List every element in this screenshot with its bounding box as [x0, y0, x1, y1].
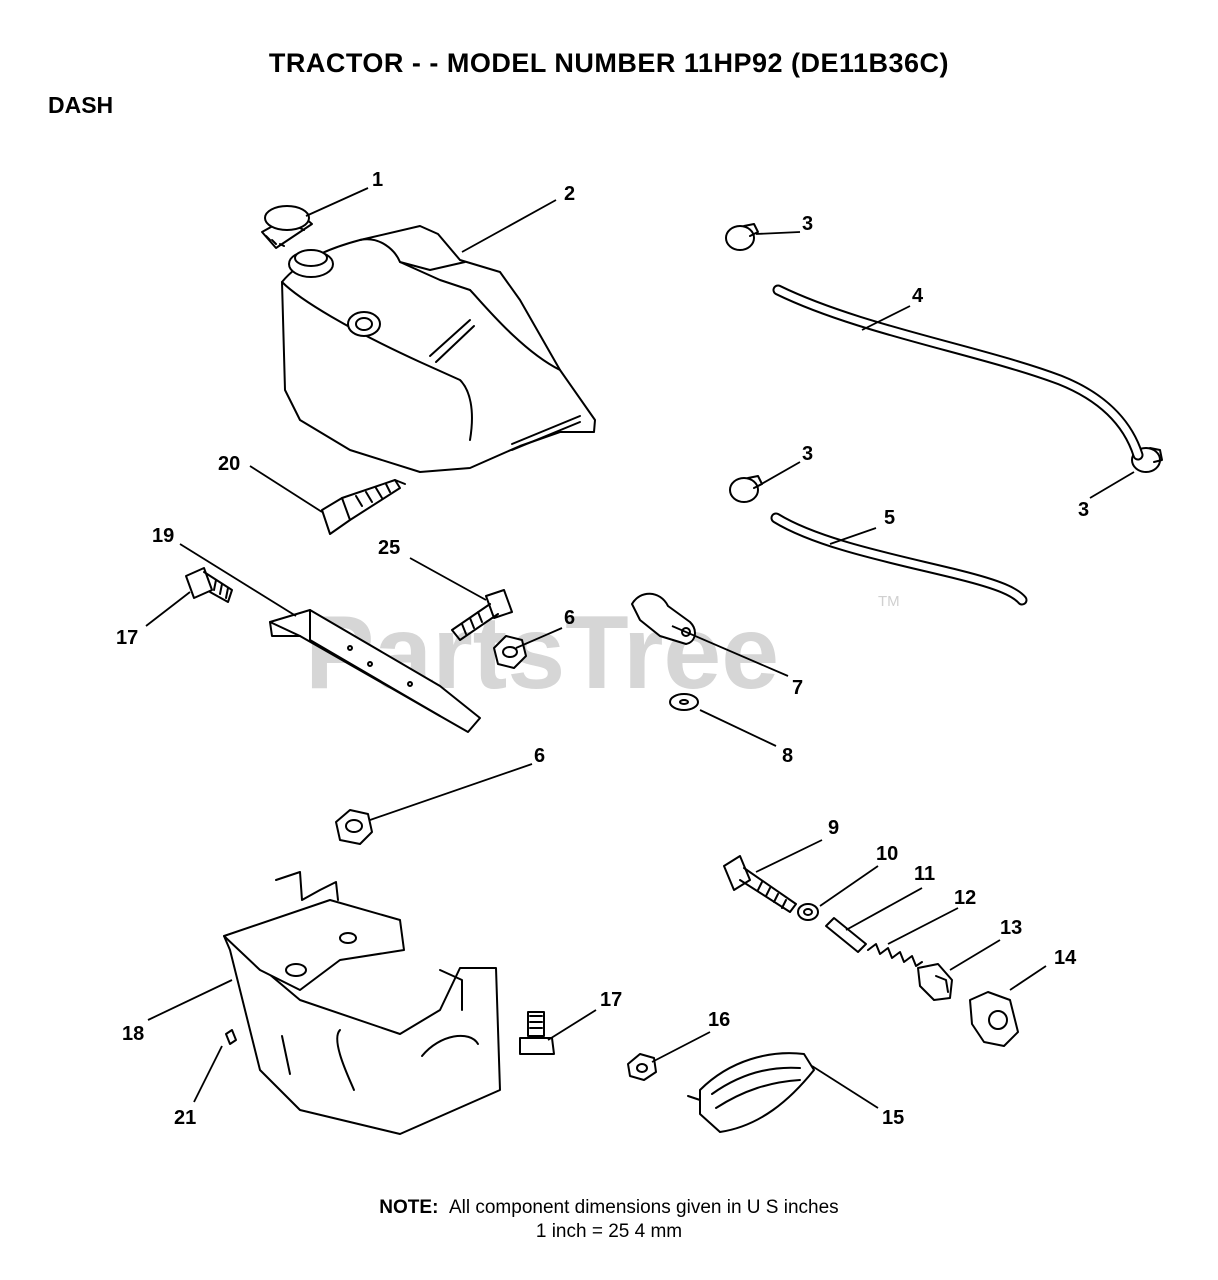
note-label: NOTE: — [379, 1197, 439, 1218]
callout-25: 25 — [378, 537, 400, 559]
bolt-lower-part — [519, 1011, 555, 1055]
hose-clamp-part — [725, 223, 1163, 503]
dash-panel-part — [223, 871, 501, 1135]
callout-11: 11 — [914, 863, 935, 885]
pin-part — [225, 1029, 237, 1045]
callout-5: 5 — [884, 507, 895, 529]
callout-20: 20 — [218, 453, 240, 475]
note-block: NOTE: All component dimensions given in … — [0, 1196, 1218, 1244]
bolt-upper-part — [185, 567, 233, 603]
knob-part — [969, 991, 1019, 1047]
leader-lines — [145, 187, 1135, 1109]
fuel-line-upper-part — [772, 284, 1144, 461]
callout-labels: 1 2 3 4 3 5 3 20 19 25 17 6 7 8 6 9 10 1… — [116, 169, 1089, 1129]
note-line-1: NOTE: All component dimensions given in … — [0, 1196, 1218, 1220]
nut-upper-part — [493, 635, 527, 669]
callout-10: 10 — [876, 843, 898, 865]
callout-3a: 3 — [802, 213, 813, 235]
bolt-long-part — [723, 855, 797, 913]
callout-3c: 3 — [1078, 499, 1089, 521]
callout-1: 1 — [372, 169, 383, 191]
washer-part — [669, 693, 699, 711]
fuel-cap-part — [261, 205, 313, 249]
callout-14: 14 — [1054, 947, 1077, 969]
bracket-part — [269, 609, 481, 733]
callout-4: 4 — [912, 285, 924, 307]
callout-17a: 17 — [116, 627, 138, 649]
quadrant-decal-part — [687, 1052, 815, 1133]
knob-insert-part — [917, 963, 953, 1001]
bolt-middle-part — [451, 589, 513, 641]
spacer-part — [825, 917, 867, 953]
clip-part — [631, 592, 696, 645]
spring-part — [867, 943, 923, 967]
callout-15: 15 — [882, 1107, 904, 1129]
callout-6a: 6 — [564, 607, 575, 629]
page-title: TRACTOR - - MODEL NUMBER 11HP92 (DE11B36… — [268, 48, 950, 78]
callout-9: 9 — [828, 817, 839, 839]
washer-large-part — [797, 903, 819, 921]
callout-17b: 17 — [600, 989, 622, 1011]
callout-8: 8 — [782, 745, 793, 767]
note-line-2: 1 inch = 25 4 mm — [535, 1221, 683, 1242]
callout-7: 7 — [792, 677, 803, 699]
note-text: All component dimensions given in U S in… — [448, 1197, 839, 1218]
nut-lower-part — [335, 809, 373, 845]
fuel-line-lower-part — [770, 512, 1028, 606]
callout-3b: 3 — [802, 443, 813, 465]
dash-cover-part — [281, 225, 596, 473]
callout-16: 16 — [708, 1009, 730, 1031]
watermark-trademark: TM — [878, 593, 900, 610]
callout-12: 12 — [954, 887, 976, 909]
callout-2: 2 — [564, 183, 575, 205]
screw-part — [321, 479, 406, 535]
nut-small-part — [627, 1053, 657, 1081]
section-label: DASH — [48, 92, 114, 118]
callout-19: 19 — [152, 525, 174, 547]
callout-21: 21 — [174, 1107, 196, 1129]
callout-6b: 6 — [534, 745, 545, 767]
callout-18: 18 — [122, 1023, 144, 1045]
callout-13: 13 — [1000, 917, 1022, 939]
